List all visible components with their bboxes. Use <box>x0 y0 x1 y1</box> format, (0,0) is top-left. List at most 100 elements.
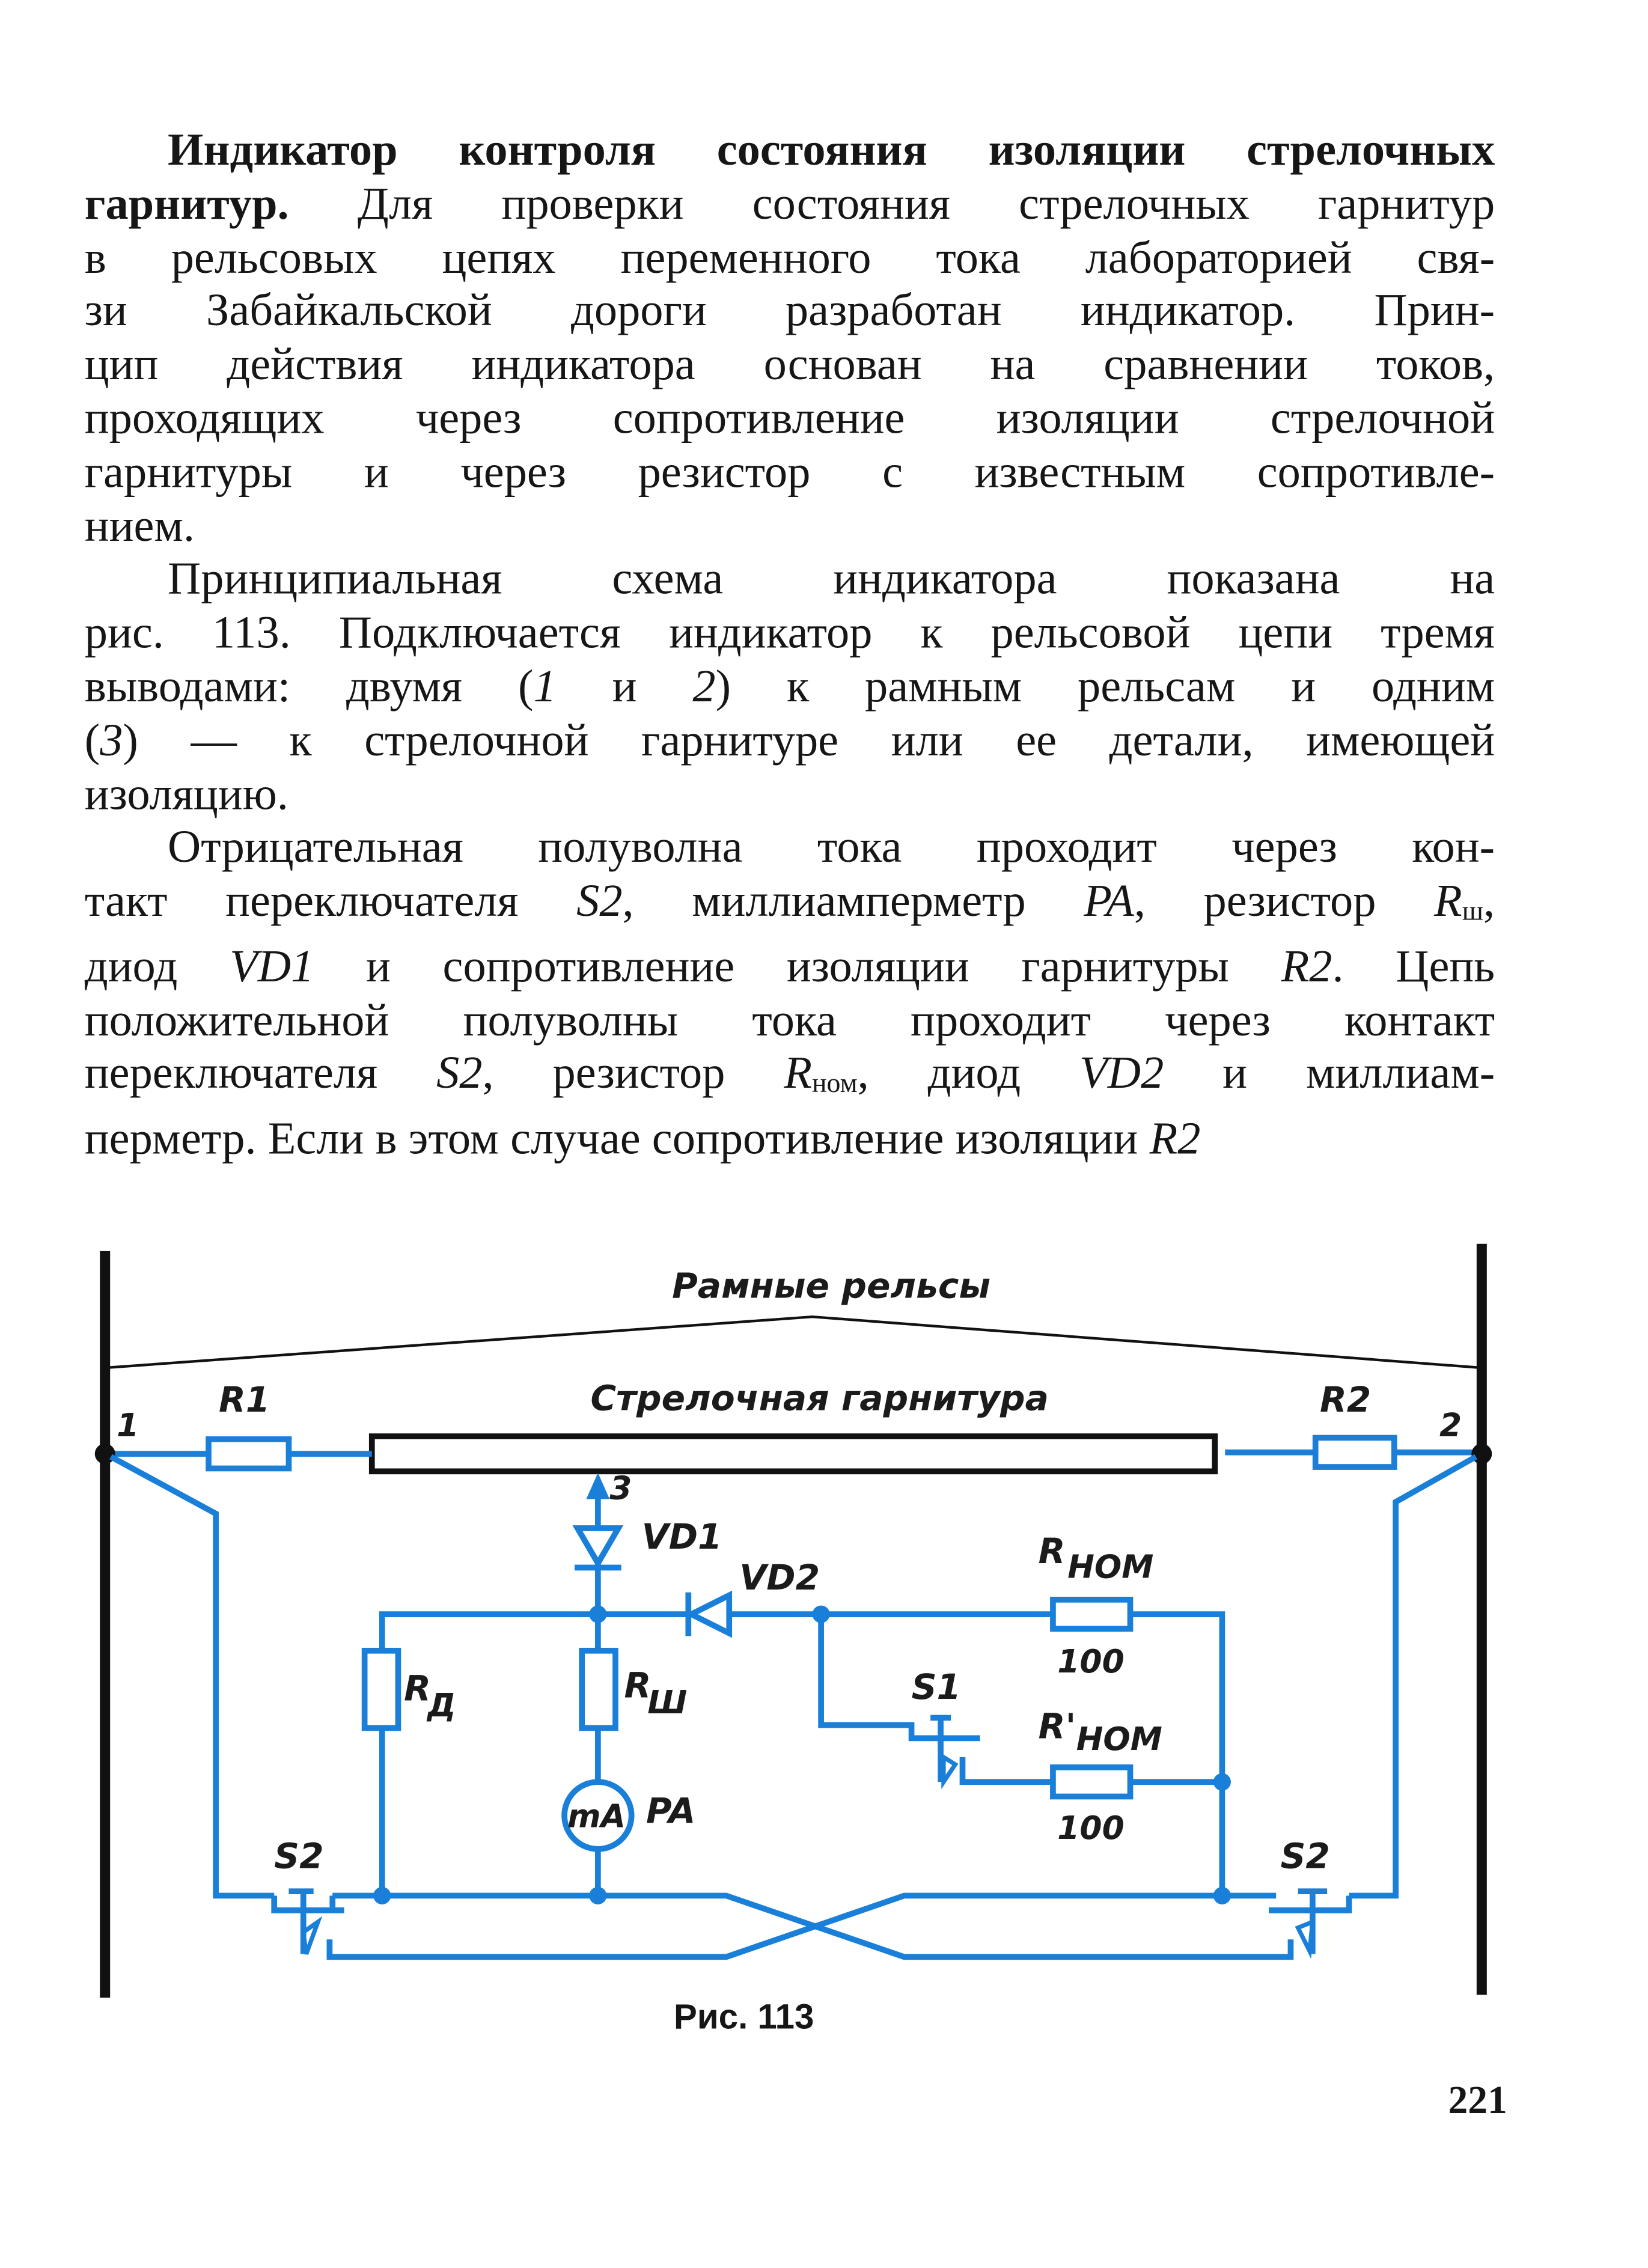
text-segment: и <box>556 660 693 712</box>
switch-bar <box>368 1433 1218 1475</box>
switch-s1-contact-icon <box>941 1753 959 1790</box>
text-line: такт переключателя S2, миллиамперметр PA… <box>85 875 1495 940</box>
switch-s2-left-contact <box>271 1895 344 1913</box>
switch-s2-right-contact-icon <box>1295 1918 1316 1959</box>
diode-vd2 <box>685 1590 733 1638</box>
text-segment: ) к рамным рельсам и одним <box>715 660 1495 712</box>
rd-subscript: Д <box>426 1686 456 1724</box>
text-line: выводами: двумя (1 и 2) к рамным рельсам… <box>85 660 1495 714</box>
text-segment: ном <box>812 1069 858 1100</box>
text-segment: , миллиамперметр <box>622 875 1084 927</box>
wire <box>1349 1454 1478 1899</box>
wire <box>326 1892 1277 1960</box>
text-line: Принципиальная схема индикатора показана… <box>85 553 1495 607</box>
rsh-label: R <box>624 1665 652 1706</box>
rnom2-subscript: НОМ <box>1076 1720 1162 1758</box>
resistor-r1 <box>206 1436 292 1472</box>
text-segment: , <box>1483 875 1495 927</box>
text-line: нием. <box>85 499 1495 553</box>
terminal-2-node <box>1471 1443 1492 1465</box>
text-segment: нием. <box>84 499 195 551</box>
text-line: в рельсовых цепях переменного тока лабор… <box>85 231 1495 285</box>
text-segment: ш <box>1462 897 1484 928</box>
rnom-subscript: НОМ <box>1067 1547 1153 1585</box>
terminal-3-arrow-icon <box>586 1472 610 1499</box>
vd2-label: VD2 <box>739 1557 820 1598</box>
text-segment: R <box>1434 875 1462 927</box>
pa-label: PA <box>646 1790 695 1831</box>
text-line: Отрицательная полуволна тока проходит че… <box>85 822 1495 875</box>
text-segment: переключателя <box>84 1047 437 1099</box>
rd-label: R <box>404 1668 431 1709</box>
rnom2-value: 100 <box>1057 1809 1124 1847</box>
text-segment: . Цепь <box>1332 940 1495 992</box>
text-segment: зи Забайкальской дороги разработан индик… <box>84 285 1495 337</box>
text-line: гарнитуры и через резистор с известным с… <box>85 446 1495 499</box>
junction <box>1213 1773 1231 1791</box>
resistor-rd <box>361 1647 401 1731</box>
r2-label: R2 <box>1320 1379 1371 1420</box>
text-segment: рис. 113. Подключается индикатор к рельс… <box>84 606 1495 658</box>
diode-vd1 <box>572 1525 624 1569</box>
text-segment: VD1 <box>230 940 314 992</box>
text-segment: Индикатор контроля состояния изоляции ст… <box>168 124 1495 175</box>
wire <box>109 1454 275 1899</box>
text-segment: S2 <box>576 875 623 927</box>
junction <box>589 1886 607 1905</box>
text-segment: ( <box>84 714 100 766</box>
wire <box>818 1614 980 1742</box>
milliammeter <box>561 1779 635 1852</box>
text-segment: Для проверки состояния стрелочных гарнит… <box>288 177 1495 229</box>
resistor-rnom-prime <box>1050 1764 1134 1800</box>
rails-label: Рамные рельсы <box>672 1266 990 1306</box>
rsh-subscript: Ш <box>647 1683 687 1721</box>
text-segment: и сопротивление изоляции гарнитуры <box>314 940 1281 992</box>
text-line: перметр. Если в этом случае сопротивлени… <box>85 1112 1495 1166</box>
rnom-label: R <box>1039 1531 1066 1571</box>
text-segment: и миллиам- <box>1164 1047 1495 1099</box>
text-segment: , резистор <box>482 1047 784 1099</box>
text-segment: перметр. Если в этом случае сопротивлени… <box>84 1112 1150 1164</box>
text-line: переключателя S2, резистор Rном, диод VD… <box>85 1047 1495 1112</box>
text-segment: , резистор <box>1134 875 1435 927</box>
text-segment: диод <box>84 940 230 992</box>
text-line: Индикатор контроля состояния изоляции ст… <box>85 124 1495 177</box>
s2-right-label: S2 <box>1280 1835 1329 1876</box>
text-line: рис. 113. Подключается индикатор к рельс… <box>85 607 1495 660</box>
text-segment: проходящих через сопротивление изоляции … <box>84 392 1495 444</box>
junction <box>373 1886 391 1905</box>
text-segment: Отрицательная полуволна тока проходит че… <box>168 821 1495 873</box>
vd1-label: VD1 <box>642 1516 722 1557</box>
text-segment: R2 <box>1281 940 1332 992</box>
text-segment: 1 <box>533 660 557 712</box>
text-segment: в рельсовых цепях переменного тока лабор… <box>84 231 1495 282</box>
junction <box>1213 1886 1231 1905</box>
text-line: цип действия индикатора основан на сравн… <box>85 338 1495 392</box>
figure-caption: Рис. 113 <box>674 1998 814 2037</box>
text-line: проходящих через сопротивление изоляции … <box>85 392 1495 446</box>
text-segment: гарнитуры и через резистор с известным с… <box>84 445 1495 497</box>
text-segment: 3 <box>100 714 123 766</box>
meter-unit: mA <box>567 1797 626 1835</box>
wire <box>379 1611 1225 1896</box>
text-segment: S2 <box>436 1047 483 1099</box>
terminal-2-label: 2 <box>1439 1406 1462 1444</box>
text-segment: 2 <box>692 660 716 712</box>
s1-label: S1 <box>912 1666 961 1707</box>
text-segment: PA <box>1084 875 1134 927</box>
text-segment: выводами: двумя ( <box>84 660 534 712</box>
text-segment: ) — к стрелочной гарнитуре или ее детали… <box>123 714 1495 766</box>
text-segment: цип действия индикатора основан на сравн… <box>84 338 1495 390</box>
terminal-3-label: 3 <box>609 1469 632 1507</box>
body-text: Индикатор контроля состояния изоляции ст… <box>85 124 1495 1166</box>
text-segment: положительной полуволны тока проходит че… <box>84 993 1495 1045</box>
text-segment: гарнитур. <box>84 177 289 229</box>
text-line: изоляцию. <box>85 768 1495 822</box>
text-segment: , диод <box>857 1047 1080 1099</box>
text-segment: R2 <box>1149 1112 1201 1164</box>
text-segment: R <box>784 1047 813 1099</box>
text-line: диод VD1 и сопротивление изоляции гарнит… <box>85 940 1495 994</box>
wire <box>959 1757 1222 1785</box>
